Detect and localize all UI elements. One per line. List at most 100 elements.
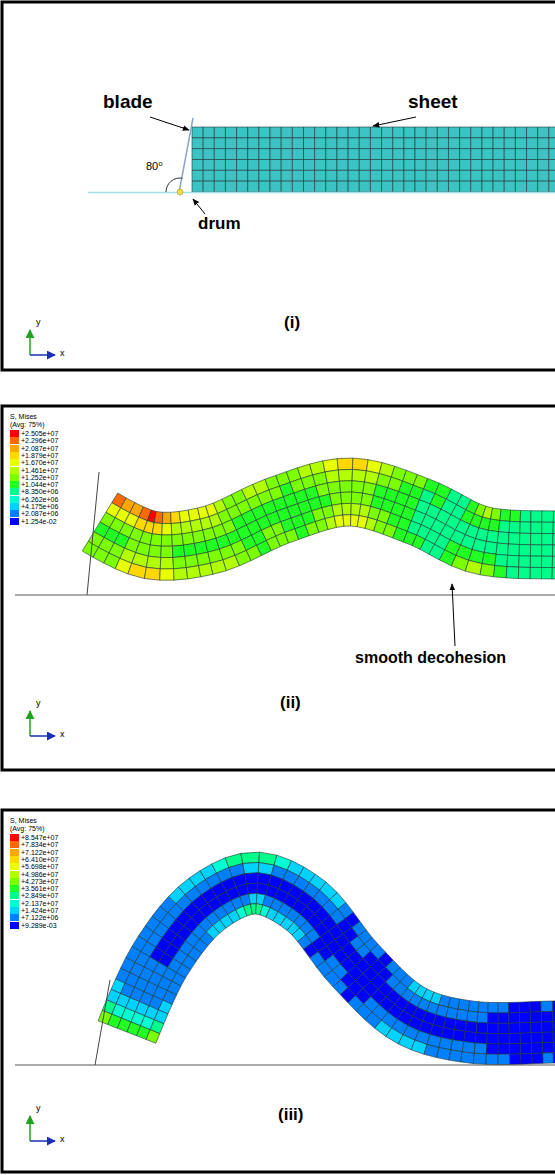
mesh-element <box>519 556 531 568</box>
blade-line <box>95 980 110 1065</box>
mesh-element <box>426 138 437 149</box>
mesh-element <box>527 181 538 192</box>
mesh-element <box>493 160 504 171</box>
mesh-element <box>493 127 504 138</box>
legend-swatch <box>10 834 19 841</box>
mesh-element <box>352 481 365 493</box>
mesh-element <box>203 127 214 138</box>
mesh-element <box>541 1001 553 1012</box>
legend-subtitle: (Avg: 75%) <box>10 825 45 833</box>
mesh-element <box>542 567 553 578</box>
legend-value: +2.296e+07 <box>21 437 58 444</box>
mesh-element <box>270 170 281 181</box>
mesh-element <box>493 149 504 160</box>
mesh-element <box>496 543 508 555</box>
mesh-element <box>148 545 161 558</box>
mesh-element <box>553 1042 555 1052</box>
contact-point <box>177 189 183 195</box>
sheet-mesh <box>192 127 555 192</box>
mesh-element <box>404 149 415 160</box>
mesh-element <box>304 149 315 160</box>
legend-value: +1.254e-02 <box>21 518 57 525</box>
mesh-element <box>542 511 554 522</box>
mesh-element <box>186 566 200 579</box>
mesh-element <box>437 170 448 181</box>
mesh-element <box>474 1043 486 1054</box>
mesh-element <box>248 138 259 149</box>
mesh-element <box>348 181 359 192</box>
mesh-element <box>259 181 270 192</box>
mesh-element <box>337 127 348 138</box>
mesh-element <box>304 127 315 138</box>
mesh-element <box>337 181 348 192</box>
mesh-element <box>404 170 415 181</box>
mesh-element <box>348 160 359 171</box>
mesh-element <box>509 1044 520 1055</box>
legend-row: +6.410e+07 <box>10 856 58 863</box>
mesh-element <box>426 160 437 171</box>
legend-value: +4.175e+06 <box>21 503 58 510</box>
legend-value: +1.424e+07 <box>21 907 58 914</box>
mesh-element <box>185 555 199 568</box>
legend-value: +8.350e+06 <box>21 488 58 495</box>
mesh-element <box>359 181 370 192</box>
mesh-element <box>482 149 493 160</box>
mesh-element <box>515 181 526 192</box>
legend-value: +6.262e+06 <box>21 496 58 503</box>
mesh-element <box>225 181 236 192</box>
legend-value: +7.122e+06 <box>21 914 58 921</box>
mesh-element <box>343 515 351 527</box>
mesh-element <box>476 1022 487 1033</box>
mesh-element <box>553 522 555 534</box>
legend-row: +1.254e-02 <box>10 518 57 525</box>
mesh-element <box>426 170 437 181</box>
mesh-element <box>326 181 337 192</box>
mesh-element <box>471 181 482 192</box>
mesh-element <box>359 138 370 149</box>
mesh-element <box>370 127 381 138</box>
legend-row: +8.350e+06 <box>10 488 58 495</box>
legend-swatch <box>10 510 19 517</box>
mesh-element <box>225 170 236 181</box>
mesh-element <box>510 510 521 522</box>
mesh-element <box>508 1002 519 1013</box>
mesh-element <box>482 127 493 138</box>
mesh-element <box>270 160 281 171</box>
sheet-mesh <box>98 852 555 1064</box>
mesh-element <box>462 1042 475 1054</box>
mesh-element <box>270 138 281 149</box>
mesh-element <box>549 170 555 181</box>
mesh-element <box>370 181 381 192</box>
legend-row: +8.547e+07 <box>10 834 58 841</box>
mesh-element <box>259 149 270 160</box>
mesh-element <box>527 149 538 160</box>
legend-swatch <box>10 518 19 525</box>
mesh-element <box>382 149 393 160</box>
mesh-element <box>454 1019 466 1031</box>
legend-row: +9.289e-03 <box>10 922 57 929</box>
legend-value: +1.461e+07 <box>21 467 58 474</box>
mesh-element <box>478 1002 488 1013</box>
mesh-element <box>332 504 343 517</box>
mesh-element <box>326 127 337 138</box>
mesh-element <box>493 170 504 181</box>
sheet-centerline <box>100 492 555 546</box>
mesh-element <box>453 1030 466 1042</box>
mesh-element <box>192 170 203 181</box>
mesh-element <box>520 511 531 523</box>
mesh-element <box>237 149 248 160</box>
legend-row: +1.252e+07 <box>10 474 58 481</box>
mesh-element <box>553 545 555 557</box>
mesh-element <box>150 534 162 546</box>
mesh-element <box>493 181 504 192</box>
mesh-element <box>482 170 493 181</box>
mesh-element <box>171 523 182 535</box>
legend-swatch <box>10 452 19 459</box>
mesh-element <box>214 170 225 181</box>
mesh-element <box>292 170 303 181</box>
mesh-element <box>248 170 259 181</box>
mesh-element <box>542 533 553 544</box>
mesh-element <box>519 533 530 545</box>
mesh-element <box>468 1001 479 1012</box>
mesh-element <box>448 160 459 171</box>
